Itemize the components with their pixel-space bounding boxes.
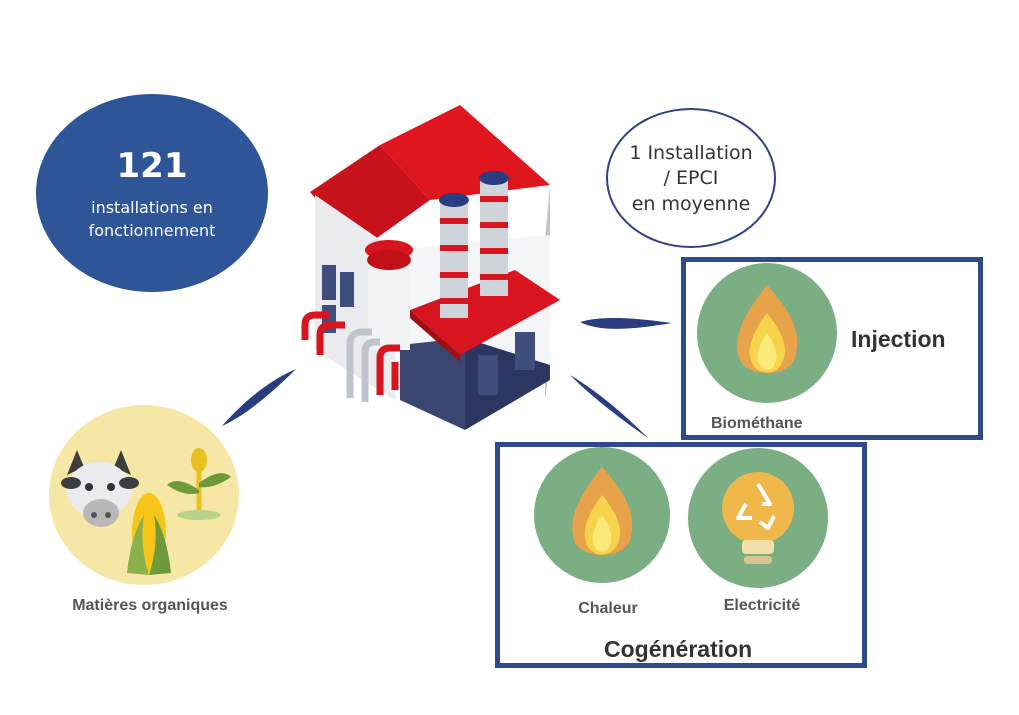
average-line1: 1 Installation: [629, 142, 753, 164]
average-line2: / EPCI: [663, 167, 719, 189]
arrow-icon: [580, 317, 672, 329]
installations-count: 121: [116, 146, 188, 186]
installations-label-line2: fonctionnement: [88, 221, 216, 240]
factory-icon: [301, 105, 560, 430]
arrow-icon: [222, 369, 296, 426]
cogeneration-title: Cogénération: [604, 636, 753, 662]
average-line3: en moyenne: [631, 193, 751, 215]
average-per-epci-badge: 1 Installation / EPCI en moyenne: [606, 108, 776, 248]
flame-icon: [737, 285, 798, 373]
organic-matter-illustration: [61, 448, 231, 575]
plant-icon: [167, 448, 231, 520]
electricity-circle: [688, 448, 828, 588]
biomethane-label: Biométhane: [711, 415, 803, 432]
lightbulb-recycle-icon: [722, 472, 794, 564]
organic-matter-label: Matières organiques: [72, 597, 228, 614]
heat-label: Chaleur: [578, 600, 638, 617]
flame-icon: [572, 467, 633, 555]
injection-title: Injection: [851, 326, 946, 352]
biomethane-circle: [697, 263, 837, 403]
cow-icon: [61, 450, 139, 527]
corn-icon: [127, 493, 171, 575]
organic-matter-circle: [49, 405, 239, 585]
arrow-icon: [570, 375, 648, 438]
installations-count-badge: 121 installations en fonctionnement: [36, 94, 268, 292]
heat-circle: [534, 447, 670, 583]
electricity-label: Electricité: [723, 597, 801, 614]
installations-label-line1: installations en: [91, 198, 213, 217]
